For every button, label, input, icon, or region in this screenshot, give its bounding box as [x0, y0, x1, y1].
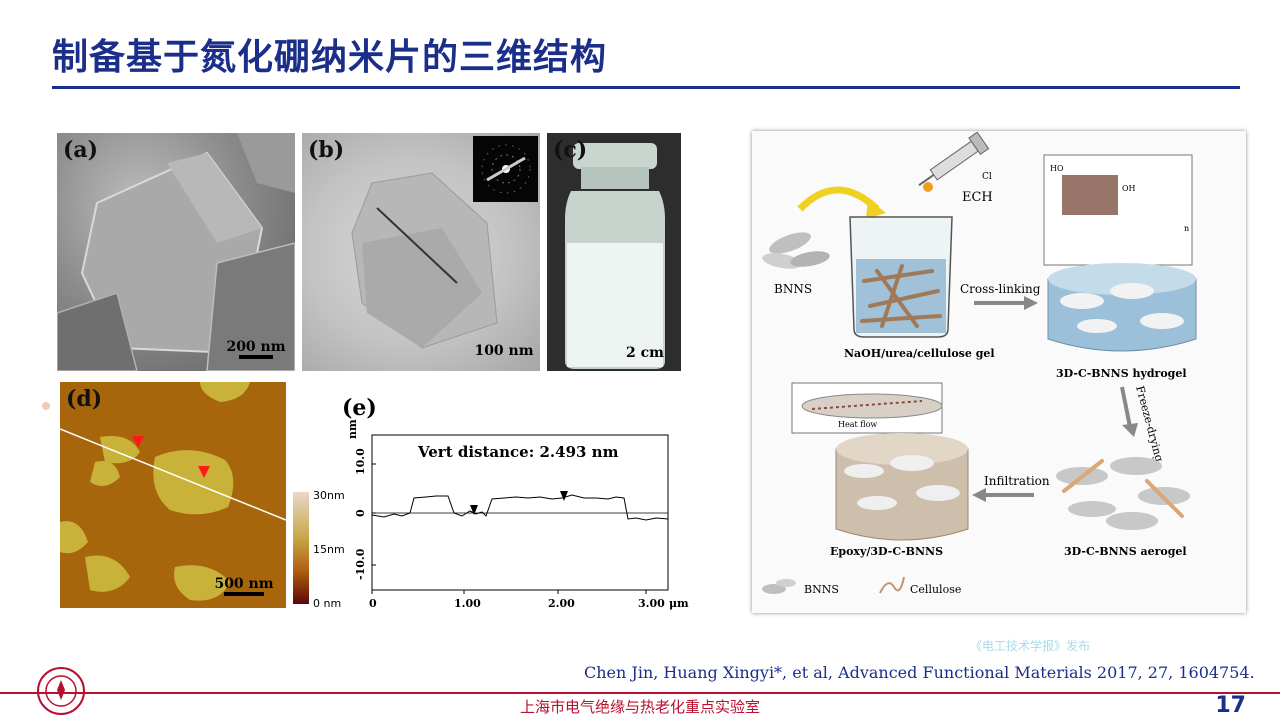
- height-profile-panel: nm 10.0 0 -10.0 0 1.00 2.00 3.00 μm Vert…: [336, 395, 696, 615]
- colorbar-label-min: 0 nm: [313, 597, 342, 610]
- university-logo: [36, 666, 86, 716]
- panel-a-scale-text: 200 nm: [226, 339, 286, 355]
- afm-colorbar: [293, 492, 309, 604]
- panel-d-scale-bar: [224, 592, 264, 596]
- panel-d-scale-text: 500 nm: [214, 576, 274, 592]
- scheme-n-label: n: [1184, 224, 1189, 233]
- sem-image-panel: (a) 200 nm: [57, 133, 295, 371]
- tem-nanosheet-graphic: [351, 172, 498, 349]
- legend-bnns-label: BNNS: [804, 583, 839, 596]
- panel-c-scalebar: 2 cm: [617, 345, 673, 361]
- footer-lab-name: 上海市电气绝缘与热老化重点实验室: [519, 698, 760, 716]
- fabrication-scheme-panel: BNNS ECH Cl NaOH/urea/cellulose gel Cros…: [752, 131, 1246, 613]
- logo-seal-graphic: [37, 667, 85, 715]
- page-number: 17: [1215, 693, 1246, 718]
- panel-b-scale-text: 100 nm: [474, 343, 534, 359]
- xtick-1: 1.00: [454, 597, 481, 610]
- scheme-infiltration-label: Infiltration: [984, 474, 1050, 488]
- afm-image-panel: (d) 500 nm: [60, 382, 286, 608]
- saed-pattern-inset: [473, 136, 538, 202]
- panel-d-label: (d): [66, 386, 103, 412]
- scheme-crosslinking-label: Cross-linking: [960, 282, 1041, 296]
- sem-nanosheet-graphic: [57, 133, 295, 371]
- colorbar-label-mid: 15nm: [313, 543, 345, 556]
- saed-pattern-graphic: [481, 144, 531, 194]
- ytick-0: 0: [354, 509, 367, 517]
- bottle-graphic: [547, 133, 681, 371]
- panel-a-label: (a): [63, 137, 99, 163]
- y-unit-label: nm: [346, 419, 359, 439]
- ytick-neg10: -10.0: [354, 548, 367, 580]
- citation-text: Chen Jin, Huang Xingyi*, et al, Advanced…: [584, 663, 1255, 682]
- vert-distance-annotation: Vert distance: 2.493 nm: [417, 443, 619, 461]
- bottle-photo-panel: (c) 2 cm: [547, 133, 681, 371]
- tem-image-panel: (b) 100 nm: [302, 133, 540, 371]
- panel-c-label: (c): [553, 137, 588, 163]
- xtick-2: 2.00: [548, 597, 575, 610]
- panel-e-label: (e): [342, 395, 377, 421]
- x-unit-label: μm: [669, 597, 689, 610]
- footer-rule: [0, 692, 1280, 694]
- decorative-dot: [42, 402, 50, 410]
- scheme-cl-label: Cl: [982, 172, 992, 182]
- watermark-text: 《电工技术学报》发布: [970, 639, 1091, 653]
- scheme-hydrogel-label: 3D-C-BNNS hydrogel: [1056, 367, 1187, 380]
- scheme-freeze-label: Freeze-drying: [1133, 384, 1166, 463]
- scheme-ho-label: HO: [1050, 164, 1064, 173]
- title-underline: [52, 86, 1240, 89]
- height-profile-chart: nm 10.0 0 -10.0 0 1.00 2.00 3.00 μm Vert…: [342, 395, 689, 610]
- scheme-ech-label: ECH: [962, 190, 993, 205]
- scheme-oh-label: OH: [1122, 184, 1136, 193]
- xtick-3: 3.00: [638, 597, 665, 610]
- fabrication-scheme-graphic: BNNS ECH Cl NaOH/urea/cellulose gel Cros…: [762, 131, 1197, 596]
- panel-a-scalebar: 200 nm: [225, 339, 287, 359]
- scheme-gel-label: NaOH/urea/cellulose gel: [844, 347, 995, 360]
- panel-b-scalebar: 100 nm: [472, 343, 536, 359]
- panel-d-scalebar: 500 nm: [212, 576, 276, 596]
- scheme-heatflow-label: Heat flow: [838, 420, 877, 429]
- scheme-bnns-label: BNNS: [774, 282, 812, 296]
- scheme-epoxy-label: Epoxy/3D-C-BNNS: [830, 545, 943, 558]
- xtick-0: 0: [369, 597, 377, 610]
- afm-height-map: [60, 382, 286, 608]
- panel-c-scale-text: 2 cm: [626, 345, 664, 361]
- legend-cellulose-label: Cellulose: [910, 583, 961, 596]
- scheme-aerogel-label: 3D-C-BNNS aerogel: [1064, 545, 1187, 558]
- colorbar-label-max: 30nm: [313, 489, 345, 502]
- slide-title: 制备基于氮化硼纳米片的三维结构: [52, 37, 608, 78]
- panel-b-label: (b): [308, 137, 345, 163]
- ytick-10: 10.0: [354, 448, 367, 475]
- panel-a-scale-bar: [239, 355, 273, 359]
